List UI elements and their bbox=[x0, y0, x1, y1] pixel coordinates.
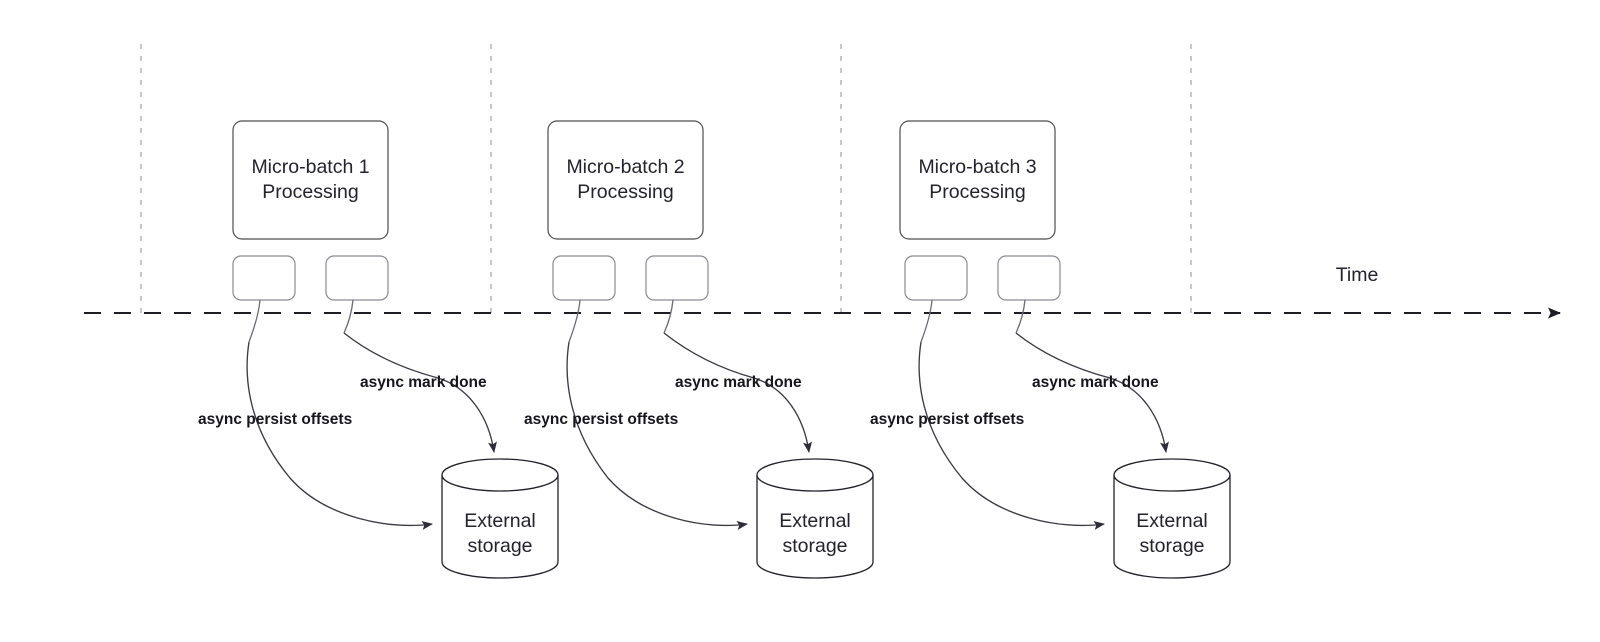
microbatch-3-label-line2: Processing bbox=[929, 181, 1025, 203]
microbatch-2-storage-cylinder-body bbox=[756, 475, 874, 579]
microbatch-2-markdone-annotation: async mark done bbox=[675, 374, 802, 391]
microbatch-1-markdone-arrow bbox=[343, 332, 497, 453]
time-axis-label: Time bbox=[1336, 264, 1379, 286]
microbatch-1-markdone-annotation: async mark done bbox=[360, 374, 487, 391]
microbatch-2-process-box[interactable] bbox=[547, 120, 704, 240]
microbatch-1-markdone-task-box[interactable] bbox=[325, 255, 389, 301]
microbatch-2-persist-arrow bbox=[566, 341, 748, 530]
microbatch-3-persist-annotation: async persist offsets bbox=[870, 411, 1024, 428]
microbatch-3-storage-cylinder-body bbox=[1113, 475, 1231, 579]
microbatch-2-storage-cylinder-top bbox=[756, 458, 874, 492]
microbatch-1-label-line2: Processing bbox=[262, 181, 358, 203]
microbatch-1-markdone-stem bbox=[343, 299, 354, 334]
microbatch-group-3: Micro-batch 3 Processing External storag… bbox=[870, 120, 1231, 579]
microbatch-1-persist-stem bbox=[248, 299, 261, 343]
microbatch-1-storage-label-line2: storage bbox=[467, 535, 532, 557]
microbatch-2-markdone-stem bbox=[663, 299, 674, 334]
time-axis: Time bbox=[84, 264, 1561, 319]
microbatch-2-persist-stem bbox=[568, 299, 581, 343]
microbatch-3-markdone-arrow bbox=[1015, 332, 1169, 453]
microbatch-3-storage-label-line1: External bbox=[1136, 510, 1208, 532]
microbatch-2-persist-annotation: async persist offsets bbox=[524, 411, 678, 428]
microbatch-1-persist-annotation: async persist offsets bbox=[198, 411, 352, 428]
microbatch-3-storage-label-line2: storage bbox=[1139, 535, 1204, 557]
microbatch-2-label-line2: Processing bbox=[577, 181, 673, 203]
microbatch-2-label-line1: Micro-batch 2 bbox=[566, 156, 684, 178]
microbatch-3-storage-cylinder-top bbox=[1113, 458, 1231, 492]
vertical-guides bbox=[140, 44, 1192, 313]
microbatch-3-markdone-annotation: async mark done bbox=[1032, 374, 1159, 391]
microbatch-1-process-box[interactable] bbox=[232, 120, 389, 240]
microbatch-3-process-box[interactable] bbox=[899, 120, 1056, 240]
microbatch-2-storage-label-line2: storage bbox=[782, 535, 847, 557]
microbatch-3-persist-stem bbox=[920, 299, 933, 343]
microbatch-1-label-line1: Micro-batch 1 bbox=[251, 156, 369, 178]
microbatch-2-markdone-arrow bbox=[663, 332, 812, 453]
microbatch-1-storage-cylinder-body bbox=[441, 475, 559, 579]
microbatch-3-persist-arrow bbox=[918, 341, 1105, 530]
microbatch-1-storage-label-line1: External bbox=[464, 510, 536, 532]
microbatch-3-persist-task-box[interactable] bbox=[904, 255, 968, 301]
microbatch-3-markdone-stem bbox=[1015, 299, 1026, 334]
microbatch-2-persist-task-box[interactable] bbox=[552, 255, 616, 301]
microbatch-group-1: Micro-batch 1 Processing External storag… bbox=[198, 120, 559, 579]
microbatch-2-markdone-task-box[interactable] bbox=[645, 255, 709, 301]
microbatch-1-persist-task-box[interactable] bbox=[232, 255, 296, 301]
microbatch-3-markdone-task-box[interactable] bbox=[997, 255, 1061, 301]
microbatch-1-persist-arrow bbox=[246, 341, 433, 530]
microbatch-group-2: Micro-batch 2 Processing External storag… bbox=[524, 120, 874, 579]
microbatch-3-label-line1: Micro-batch 3 bbox=[918, 156, 1036, 178]
microbatch-2-storage-label-line1: External bbox=[779, 510, 851, 532]
microbatch-1-storage-cylinder-top bbox=[441, 458, 559, 492]
